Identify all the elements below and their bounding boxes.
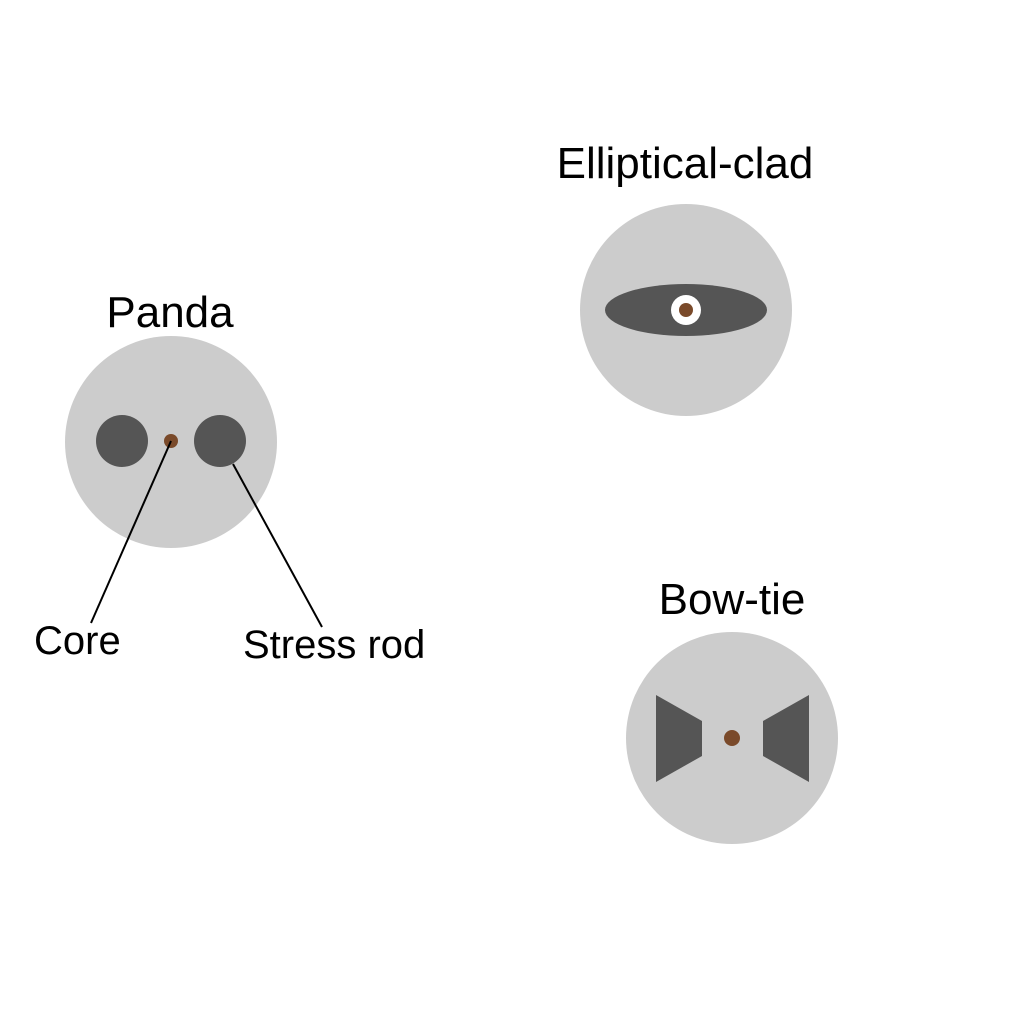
elliptical-core (679, 303, 693, 317)
stress-rod-label: Stress rod (243, 623, 425, 667)
panda-fiber: Panda Core Stress rod (34, 288, 425, 667)
panda-stress-rod-left (96, 415, 148, 467)
bow-tie-core (724, 730, 740, 746)
bow-tie-fiber: Bow-tie (626, 575, 838, 844)
elliptical-clad-title: Elliptical-clad (557, 139, 814, 188)
bow-tie-title: Bow-tie (659, 575, 806, 624)
bow-tie-stress-region-left (656, 695, 702, 782)
bow-tie-stress-region-right (763, 695, 809, 782)
core-label: Core (34, 619, 121, 663)
panda-title: Panda (106, 288, 234, 337)
elliptical-clad-fiber: Elliptical-clad (557, 139, 814, 416)
stress-rod-leader-line (232, 463, 323, 628)
panda-stress-rod-right (194, 415, 246, 467)
core-leader-line (90, 440, 172, 624)
